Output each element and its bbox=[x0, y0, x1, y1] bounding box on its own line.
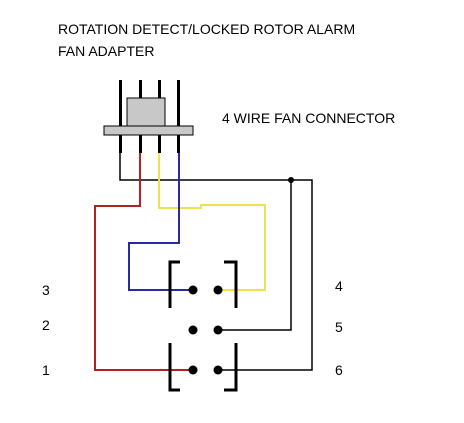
junction-dot bbox=[288, 177, 294, 183]
connector-pin bbox=[158, 135, 161, 153]
pin-dot-6 bbox=[213, 365, 223, 375]
blue-wire bbox=[128, 153, 190, 291]
pin-label-3: 3 bbox=[42, 282, 50, 298]
pin-dot-1 bbox=[188, 365, 198, 375]
connector-pin bbox=[139, 135, 142, 153]
receptacle-right-bracket-bottom bbox=[224, 343, 238, 392]
black-wire bbox=[119, 153, 313, 371]
fan-connector bbox=[103, 80, 194, 153]
six-pin-receptacle bbox=[168, 260, 238, 392]
receptacle-right-bracket-top bbox=[224, 260, 238, 308]
pin-dot-4 bbox=[213, 285, 223, 295]
connector-pin bbox=[177, 135, 180, 153]
receptacle-left-bracket-bottom bbox=[168, 343, 180, 392]
black-branch-wire bbox=[222, 180, 292, 331]
pin-label-2: 2 bbox=[42, 317, 50, 333]
connector-pin bbox=[119, 135, 122, 153]
title-line-2: FAN ADAPTER bbox=[58, 43, 154, 59]
pin-dot-2 bbox=[188, 325, 198, 335]
connector-pin bbox=[177, 80, 180, 130]
connector-pin bbox=[119, 80, 122, 130]
red-wire bbox=[94, 153, 190, 371]
title-line-1: ROTATION DETECT/LOCKED ROTOR ALARM bbox=[58, 21, 355, 37]
pin-label-4: 4 bbox=[335, 278, 343, 294]
connector-key bbox=[126, 97, 166, 127]
receptacle-left-bracket-top bbox=[168, 260, 180, 308]
pin-label-6: 6 bbox=[335, 362, 343, 378]
connector-label: 4 WIRE FAN CONNECTOR bbox=[222, 110, 395, 126]
yellow-wire bbox=[158, 153, 266, 291]
pin-dot-5 bbox=[213, 325, 223, 335]
pin-dot-3 bbox=[188, 285, 198, 295]
pin-label-1: 1 bbox=[42, 362, 50, 378]
connector-flange bbox=[103, 125, 194, 136]
pin-label-5: 5 bbox=[335, 319, 343, 335]
